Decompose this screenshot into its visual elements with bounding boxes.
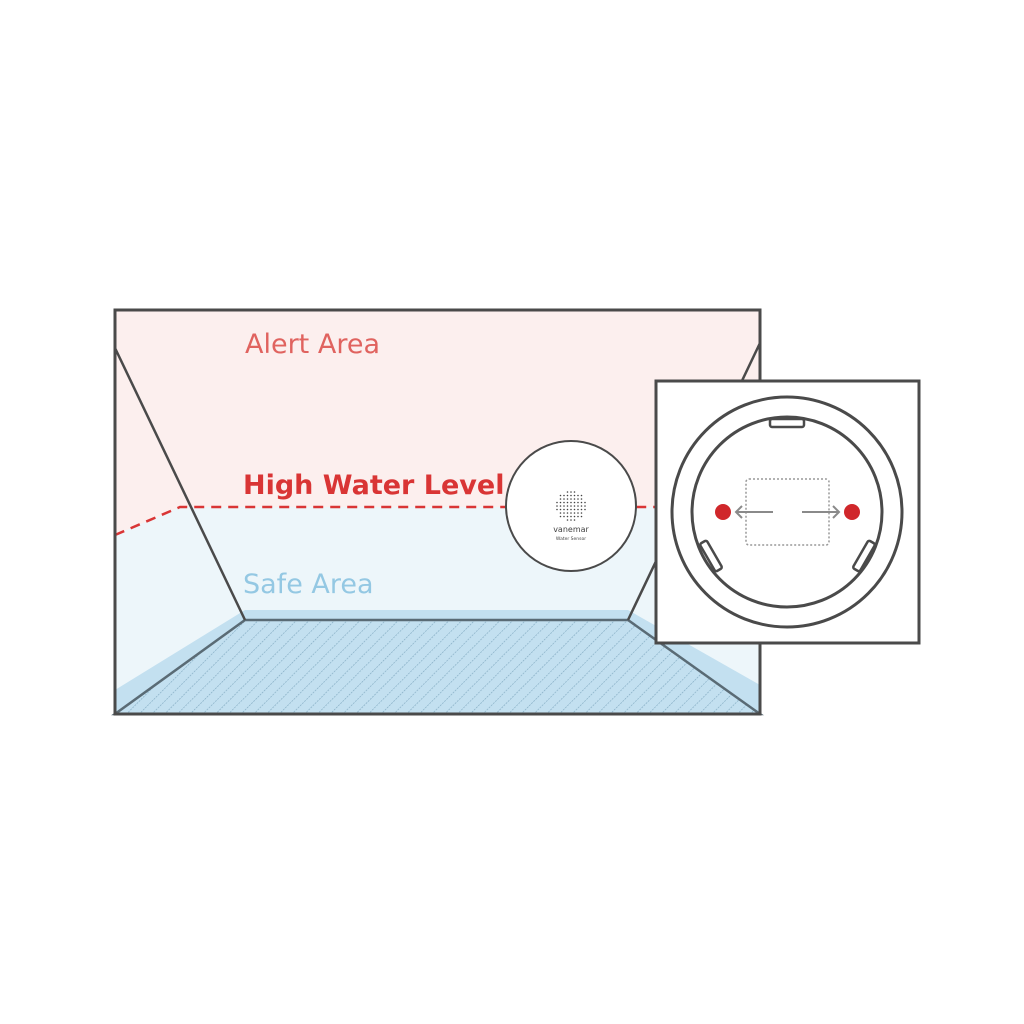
- grille-dot: [577, 512, 579, 514]
- grille-dot: [577, 494, 579, 497]
- alert-area-label: Alert Area: [245, 329, 380, 360]
- grille-dot: [573, 494, 576, 497]
- left-probe-dot: [715, 504, 731, 520]
- speaker-grille-icon: [556, 491, 586, 521]
- grille-dot: [570, 512, 572, 514]
- grille-dot: [573, 519, 576, 521]
- grille-dot: [584, 505, 586, 507]
- grille-dot: [563, 515, 565, 518]
- grille-dot: [573, 508, 576, 511]
- grille-dot: [563, 512, 565, 514]
- grille-dot: [563, 505, 565, 507]
- grille-dot: [559, 501, 562, 504]
- grille-dot: [577, 498, 579, 500]
- grille-dot: [566, 508, 569, 511]
- grille-dot: [559, 508, 562, 511]
- left-wall-edge: [113, 347, 247, 621]
- grille-dot: [573, 491, 576, 493]
- grille-dot: [566, 512, 569, 514]
- grille-dot: [570, 498, 572, 500]
- grille-dot: [559, 498, 562, 500]
- grille-dot: [566, 519, 569, 521]
- grille-dot: [573, 498, 576, 500]
- grille-dot: [559, 494, 562, 497]
- grille-dot: [566, 491, 569, 493]
- grille-dot: [577, 501, 579, 504]
- grille-dot: [570, 494, 572, 497]
- water-sensor: vanemar Water Sensor: [505, 440, 637, 572]
- grille-dot: [563, 501, 565, 504]
- high-water-dashed-line: [114, 505, 660, 537]
- grille-dot: [566, 515, 569, 518]
- right-clip: [852, 539, 876, 573]
- grille-dot: [573, 501, 576, 504]
- top-clip: [768, 417, 806, 429]
- grille-dot: [556, 508, 558, 511]
- grille-dot: [580, 505, 583, 507]
- high-water-level-label: High Water Level: [243, 470, 504, 501]
- floor-hatch: [115, 620, 760, 714]
- sensor-model: Water Sensor: [556, 536, 586, 542]
- grille-dot: [577, 508, 579, 511]
- grille-dot: [566, 505, 569, 507]
- right-arrow-icon: [802, 505, 841, 519]
- grille-dot: [573, 505, 576, 507]
- grille-dot: [570, 519, 572, 521]
- grille-dot: [566, 501, 569, 504]
- grille-dot: [563, 508, 565, 511]
- grille-dot: [584, 501, 586, 504]
- safe-area-label: Safe Area: [243, 569, 374, 600]
- grille-dot: [570, 501, 572, 504]
- grille-dot: [559, 512, 562, 514]
- sensor-brand: vanemar: [553, 525, 589, 534]
- grille-dot: [570, 515, 572, 518]
- grille-dot: [584, 508, 586, 511]
- grille-dot: [559, 515, 562, 518]
- grille-dot: [563, 494, 565, 497]
- grille-dot: [573, 512, 576, 514]
- grille-dot: [577, 515, 579, 518]
- grille-dot: [570, 508, 572, 511]
- grille-dot: [566, 494, 569, 497]
- grille-dot: [573, 515, 576, 518]
- grille-dot: [559, 505, 562, 507]
- grille-dot: [556, 505, 558, 507]
- grille-dot: [580, 508, 583, 511]
- grille-dot: [570, 491, 572, 493]
- grille-dot: [570, 505, 572, 507]
- grille-dot: [580, 512, 583, 514]
- left-arrow-icon: [734, 505, 773, 519]
- grille-dot: [563, 498, 565, 500]
- grille-dot: [580, 501, 583, 504]
- right-probe-dot: [844, 504, 860, 520]
- sensor-bottom-inset: [654, 379, 921, 645]
- left-clip: [699, 539, 723, 573]
- grille-dot: [580, 515, 583, 518]
- grille-dot: [556, 501, 558, 504]
- grille-dot: [580, 498, 583, 500]
- grille-dot: [566, 498, 569, 500]
- grille-dot: [580, 494, 583, 497]
- grille-dot: [577, 505, 579, 507]
